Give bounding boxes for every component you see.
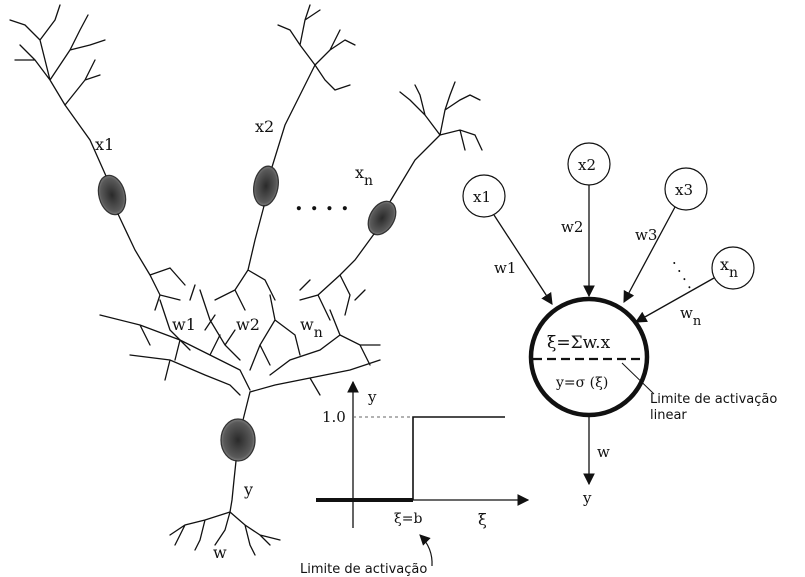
bio-weight-wn: wn — [300, 315, 323, 341]
soma-input-2 — [251, 164, 282, 208]
weight-label-w2: w2 — [561, 218, 583, 236]
annotation-line-1: Limite de activação — [650, 392, 777, 407]
bio-weight-w1: w1 — [172, 315, 196, 334]
soma-output — [221, 419, 255, 461]
output-weight-label: w — [597, 443, 610, 461]
soma-input-1 — [94, 172, 129, 217]
artificial-neuron — [463, 143, 754, 484]
step-function-plot: y 1.0 ξ ξ=b Limite de activação — [300, 382, 528, 577]
step-caption: Limite de activação — [300, 562, 427, 577]
neuron-sum-formula: ξ=Σw.x — [547, 333, 611, 353]
bio-weight-w2: w2 — [236, 315, 260, 334]
node-label-x3: x3 — [675, 181, 693, 199]
node-label-x2: x2 — [578, 156, 596, 174]
bio-output-y: y — [243, 480, 253, 499]
bio-input-x1: x1 — [95, 135, 114, 154]
bio-output-w: w — [213, 543, 227, 562]
bio-ellipsis: . . . . — [295, 190, 349, 216]
synaptic-mesh — [100, 280, 380, 395]
biological-labels: x1 x2 xn . . . . w1 w2 wn y w — [95, 117, 373, 562]
annotation-line-2: linear — [650, 408, 687, 423]
step-x-label: ξ — [478, 510, 487, 529]
dendrite-tree-1 — [10, 5, 110, 185]
weight-label-w3: w3 — [635, 226, 657, 244]
edge-xn — [636, 278, 714, 322]
soma-input-n — [363, 196, 402, 239]
node-label-x1: x1 — [473, 188, 491, 206]
output-y-label: y — [582, 489, 592, 507]
dendrite-tree-2 — [268, 5, 355, 180]
step-curve-rise — [413, 417, 505, 500]
weight-label-wn: wn — [680, 304, 702, 329]
bio-input-x2: x2 — [255, 117, 274, 136]
weight-label-w1: w1 — [494, 259, 516, 277]
step-threshold-label: ξ=b — [394, 511, 422, 527]
bio-input-xn: xn — [355, 163, 373, 189]
step-y-tick: 1.0 — [322, 408, 346, 426]
biological-neuron — [10, 5, 482, 555]
activation-annotation: Limite de activação linear — [650, 392, 777, 423]
step-y-label: y — [367, 388, 377, 406]
edge-x3 — [624, 207, 675, 302]
neuron-body — [531, 299, 647, 415]
input-dots: . . . . — [669, 254, 702, 292]
neuron-activation-formula: y=σ (ξ) — [555, 375, 608, 391]
